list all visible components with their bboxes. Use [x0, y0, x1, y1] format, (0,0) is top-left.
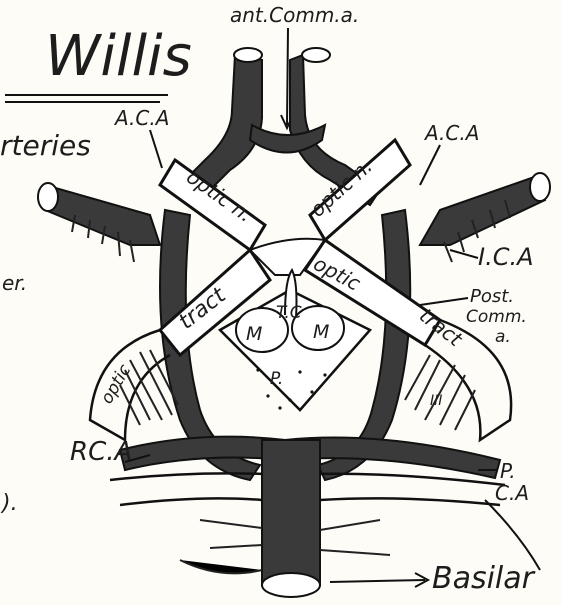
ica-right-stump: [530, 173, 550, 201]
aca-left-label: A.C.A: [113, 106, 169, 130]
post-comm-label-2: Comm.: [466, 307, 527, 327]
ica-left-stump: [38, 183, 58, 211]
ant-comm-label: ant.Comm.a.: [230, 3, 359, 27]
m-right-label: M: [313, 321, 329, 343]
paren-fragment: ).: [0, 491, 18, 516]
post-comm-pointer: [420, 298, 468, 305]
aca-left-stump: [234, 48, 262, 62]
tc-label: T.C: [276, 303, 302, 323]
m-left-label: M: [246, 323, 262, 345]
basilar-artery: [262, 440, 320, 585]
basilar-curve-leader: [485, 500, 540, 570]
rca-label: RC.A: [70, 437, 132, 467]
aca-right-stump: [302, 48, 330, 62]
post-comm-label-3: a.: [495, 327, 511, 347]
basilar-pointer: [330, 580, 425, 582]
aca-left-pointer: [150, 130, 162, 168]
aca-right-pointer: [420, 145, 440, 185]
iii-label: III: [430, 393, 442, 409]
arteries-label: rteries: [0, 129, 91, 162]
ter-label: er.: [2, 271, 27, 295]
basilar-label: Basilar: [432, 561, 536, 596]
ica-right-vessel: [420, 175, 545, 245]
pca-label-2: C.A: [495, 481, 529, 505]
p-label: P.: [270, 369, 283, 389]
post-comm-label-1: Post.: [470, 286, 514, 307]
basilar-stump: [262, 573, 320, 597]
title: Willis: [45, 24, 192, 89]
pca-label-1: P.: [500, 459, 516, 483]
ant-comm-pointer: [287, 28, 288, 125]
ica-label: I.C.A: [478, 243, 534, 271]
optic-tract-left-outer: [90, 330, 170, 440]
aca-right-label: A.C.A: [423, 121, 479, 145]
